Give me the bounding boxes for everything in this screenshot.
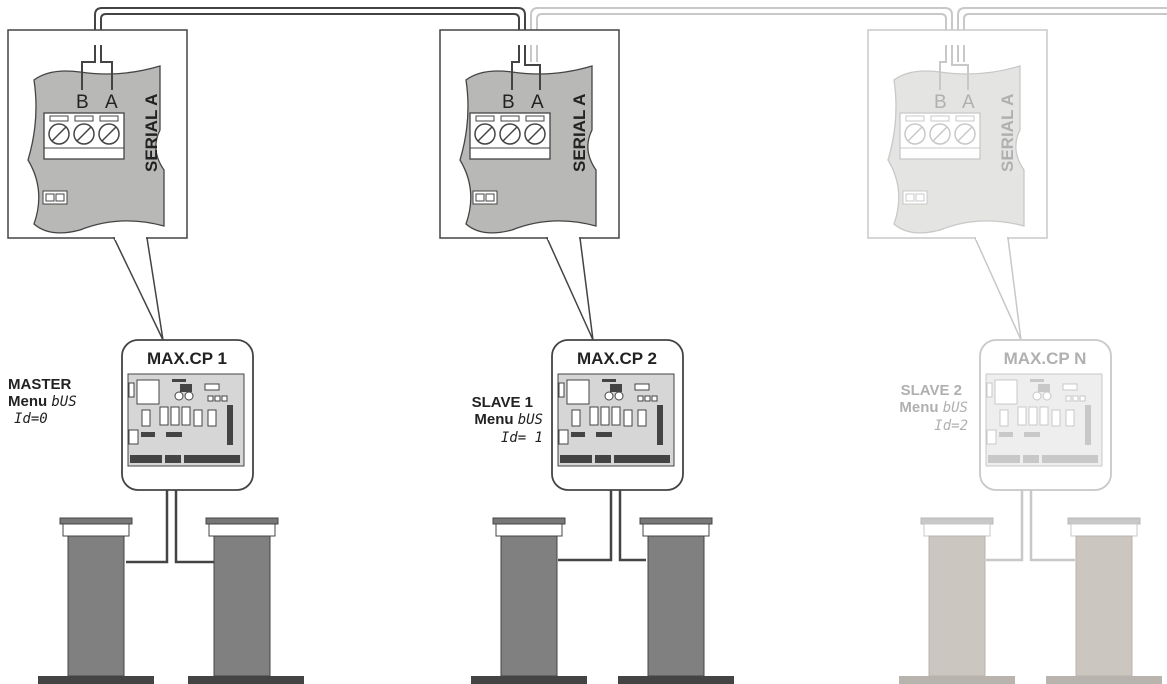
control-box: MAX.CP 1 xyxy=(121,339,254,491)
menu-text: Menu xyxy=(899,399,938,416)
terminal-b-label: B xyxy=(502,92,515,113)
bollard-post xyxy=(188,517,304,684)
terminal-b-label: B xyxy=(934,92,947,113)
id-value: Id=0 xyxy=(14,411,48,427)
terminal-block xyxy=(469,112,551,160)
terminal-a-label: A xyxy=(962,92,975,113)
post-cables xyxy=(126,490,215,564)
serial-a-label: SERIAL A xyxy=(142,94,161,172)
connector-icon xyxy=(472,190,498,205)
unit-title: MAX.CP N xyxy=(1004,349,1087,368)
bollard-post xyxy=(471,517,587,684)
connector-icon xyxy=(42,190,68,205)
menu-label: Menu bUS xyxy=(474,411,543,428)
serial-a-label: SERIAL A xyxy=(998,94,1017,172)
terminal-a-label: A xyxy=(105,92,118,113)
bollard-post xyxy=(618,517,734,684)
unit-master: B A SERIAL A MAX.CP 1 xyxy=(7,29,304,684)
circuit-board xyxy=(985,373,1103,467)
terminal-b-label: B xyxy=(76,92,89,113)
role-label: MASTER xyxy=(8,376,72,393)
menu-code: bUS xyxy=(943,400,968,416)
serial-a-label: SERIAL A xyxy=(570,94,589,172)
terminal-block xyxy=(899,112,981,160)
circuit-board xyxy=(557,373,675,467)
circuit-board xyxy=(127,373,245,467)
bus-cable-slave1-to-slave2 xyxy=(530,7,1167,45)
menu-text: Menu xyxy=(8,393,47,410)
unit-slave-1: B A SERIAL A MAX.CP 2 xyxy=(439,29,734,684)
unit-slave-2: B A SERIAL A MAX.CP N xyxy=(867,29,1162,684)
menu-text: Menu xyxy=(474,411,513,428)
role-label: SLAVE 2 xyxy=(901,382,962,399)
bollard-post xyxy=(1046,517,1162,684)
menu-label: Menu bUS xyxy=(8,393,77,410)
bus-cable-master-to-slave1 xyxy=(94,7,526,45)
control-box: MAX.CP 2 xyxy=(551,339,684,491)
unit-title: MAX.CP 1 xyxy=(147,349,227,368)
terminal-wires xyxy=(511,45,541,90)
terminal-wires-out xyxy=(530,45,538,62)
menu-label: Menu bUS xyxy=(899,399,968,416)
terminal-block xyxy=(43,112,125,160)
menu-code: bUS xyxy=(518,412,543,428)
bollard-post xyxy=(899,517,1015,684)
control-box: MAX.CP N xyxy=(979,339,1112,491)
bollard-post xyxy=(38,517,154,684)
post-cables xyxy=(986,490,1075,562)
terminal-wires xyxy=(939,45,969,90)
connector-icon xyxy=(902,190,928,205)
unit-title: MAX.CP 2 xyxy=(577,349,657,368)
terminal-wires xyxy=(81,45,113,90)
menu-code: bUS xyxy=(51,394,76,410)
post-cables xyxy=(558,490,646,562)
terminal-a-label: A xyxy=(531,92,544,113)
id-value: Id= 1 xyxy=(501,430,543,446)
role-label: SLAVE 1 xyxy=(472,394,533,411)
id-value: Id=2 xyxy=(934,418,968,434)
